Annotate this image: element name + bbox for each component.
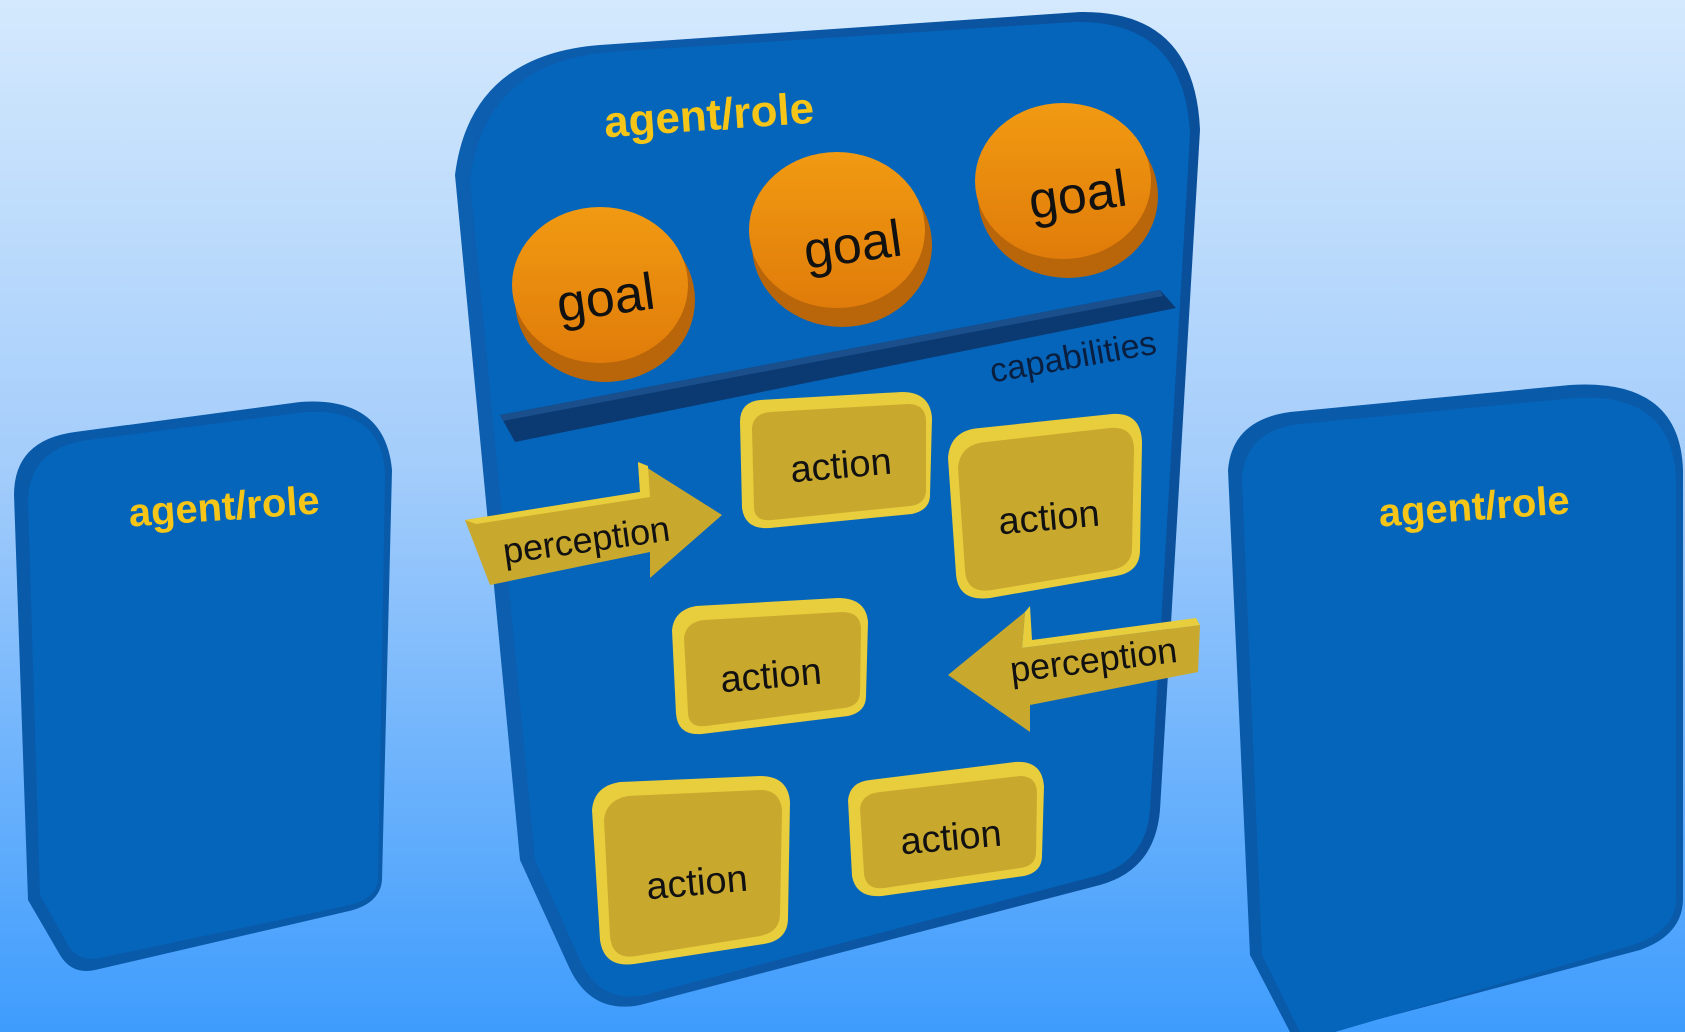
action-2-label: action	[997, 493, 1102, 544]
action-4: action	[592, 776, 790, 965]
agent-left: agent/role	[14, 401, 392, 971]
agent-right: agent/role	[1228, 384, 1683, 1032]
goal-2-label: goal	[800, 210, 905, 281]
agent-left-face	[28, 411, 385, 959]
agent-right-face	[1242, 397, 1676, 1032]
action-1: action	[740, 392, 932, 529]
action-3-label: action	[719, 651, 824, 702]
action-1-label: action	[789, 441, 894, 492]
goal-1-label: goal	[553, 263, 658, 334]
action-3: action	[672, 598, 868, 735]
action-4-label: action	[645, 858, 750, 909]
agent-center: agent/role goal goal goal capabilities	[455, 11, 1200, 1007]
goal-3-label: goal	[1025, 160, 1130, 231]
action-2: action	[948, 413, 1142, 599]
action-5: action	[848, 761, 1044, 897]
action-5-label: action	[899, 813, 1004, 864]
goal-1: goal	[512, 207, 695, 382]
goal-2: goal	[749, 152, 932, 327]
goal-3: goal	[975, 103, 1158, 278]
